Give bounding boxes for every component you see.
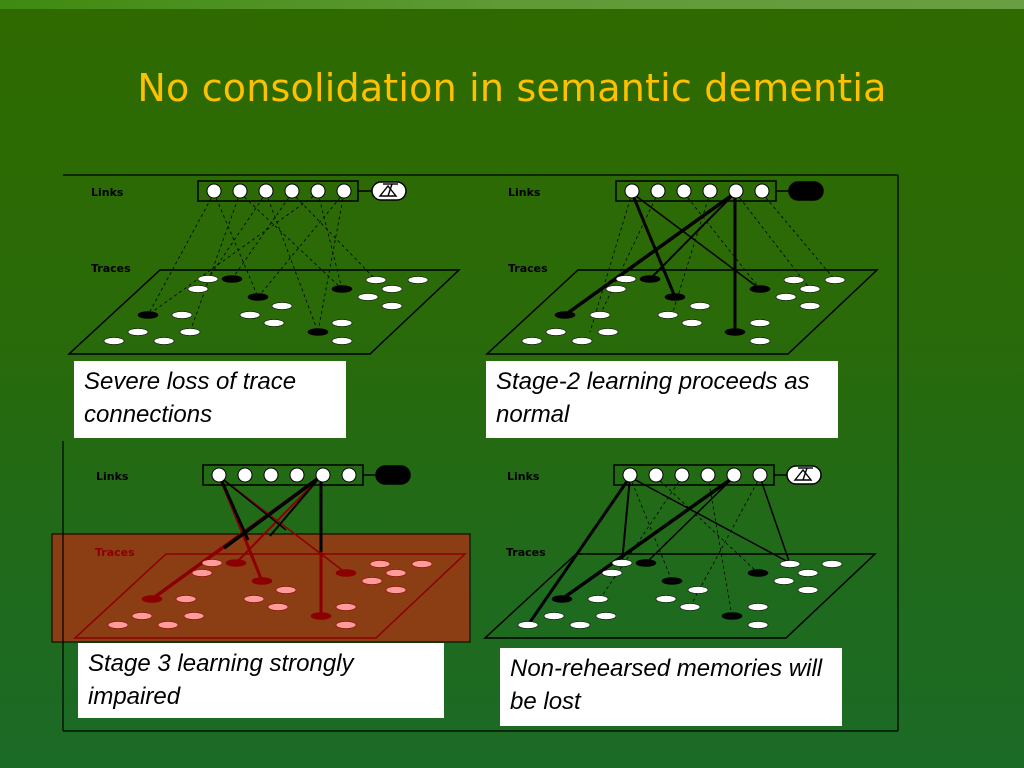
panel-1: Links Traces — [67, 180, 461, 355]
panel-3: Links Traces — [73, 464, 467, 639]
links-bar — [615, 180, 777, 202]
slide-title: No consolidation in semantic dementia — [137, 66, 887, 110]
dashed-connections — [147, 192, 377, 333]
damage-marker-icon — [378, 183, 398, 197]
trace-plane — [483, 553, 877, 639]
links-label: Links — [508, 186, 541, 199]
traces-label: Traces — [506, 546, 546, 559]
panel-4: Links Traces — [483, 464, 877, 639]
panel-2: Links Traces — [485, 180, 879, 355]
traces-label: Traces — [95, 546, 135, 559]
trace-nodes — [521, 275, 846, 345]
trace-plane — [485, 269, 879, 355]
traces-label: Traces — [508, 262, 548, 275]
links-label: Links — [96, 470, 129, 483]
outer-frame — [62, 174, 899, 732]
links-bar — [197, 180, 359, 202]
link-nodes — [206, 183, 352, 199]
caption-panel-3: Stage 3 learning strongly impaired — [78, 643, 444, 718]
caption-panel-1: Severe loss of trace connections — [74, 361, 346, 438]
caption-panel-4: Non-rehearsed memories will be lost — [500, 648, 842, 726]
trace-nodes — [103, 275, 429, 345]
caption-panel-2: Stage-2 learning proceeds as normal — [486, 361, 838, 438]
links-label: Links — [507, 470, 540, 483]
strong-connections — [526, 475, 793, 626]
links-label: Links — [91, 186, 124, 199]
strong-connections — [563, 191, 761, 332]
top-accent-strip — [0, 0, 1024, 9]
trace-plane — [73, 553, 467, 639]
damage-marker-icon — [793, 467, 813, 481]
trace-nodes — [517, 559, 843, 629]
active-hub — [375, 465, 411, 485]
trace-nodes — [107, 559, 433, 629]
link-nodes — [622, 467, 768, 483]
traces-label: Traces — [91, 262, 131, 275]
dashed-connections — [589, 192, 836, 333]
strong-connections — [218, 475, 323, 552]
active-hub — [788, 181, 824, 201]
link-nodes — [624, 183, 770, 199]
link-nodes — [211, 467, 357, 483]
trace-plane — [67, 269, 461, 355]
